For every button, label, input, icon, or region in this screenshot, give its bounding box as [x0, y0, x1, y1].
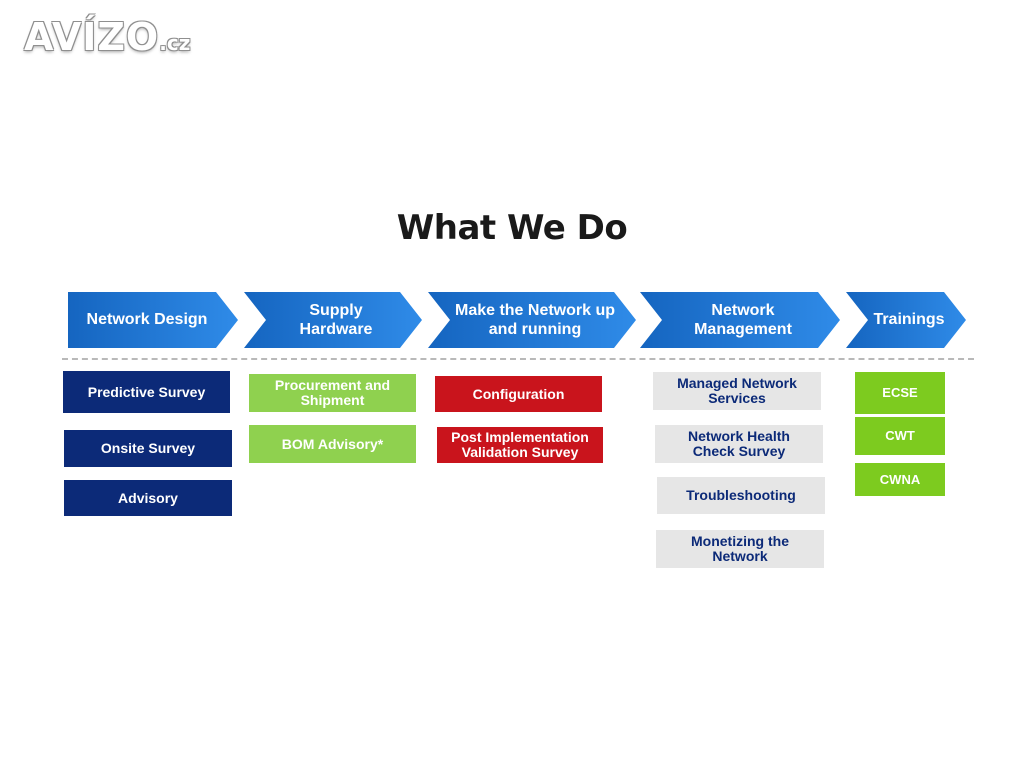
stage-make-network: Make the Network up and running — [428, 292, 636, 348]
item-troubleshooting: Troubleshooting — [657, 477, 825, 514]
stage-label: Network Design — [86, 311, 208, 329]
item-cwt: CWT — [855, 417, 945, 455]
item-post-implementation-survey: Post Implementation Validation Survey — [437, 427, 603, 463]
item-bom-advisory: BOM Advisory* — [249, 425, 416, 463]
item-ecse: ECSE — [855, 372, 945, 414]
stage-label: Supply Hardware — [299, 301, 373, 338]
item-advisory: Advisory — [64, 480, 232, 516]
item-onsite-survey: Onsite Survey — [64, 430, 232, 467]
stage-supply-hardware: Supply Hardware — [244, 292, 422, 348]
stage-trainings: Trainings — [846, 292, 966, 348]
stage-network-management: Network Management — [640, 292, 840, 348]
item-configuration: Configuration — [435, 376, 602, 412]
stage-label: Network Management — [694, 301, 792, 338]
item-managed-network-services: Managed Network Services — [653, 372, 821, 410]
stage-label: Make the Network up and running — [454, 301, 616, 338]
page-title: What We Do — [396, 208, 628, 248]
item-network-health-check: Network Health Check Survey — [655, 425, 823, 463]
stage-network-design: Network Design — [68, 292, 238, 348]
item-predictive-survey: Predictive Survey — [63, 371, 230, 413]
avizo-logo: AVÍZO.cz — [24, 15, 191, 59]
stage-label: Trainings — [873, 311, 945, 329]
item-monetizing-network: Monetizing the Network — [656, 530, 824, 568]
dashed-divider — [62, 358, 974, 360]
item-procurement-shipment: Procurement and Shipment — [249, 374, 416, 412]
item-cwna: CWNA — [855, 463, 945, 496]
